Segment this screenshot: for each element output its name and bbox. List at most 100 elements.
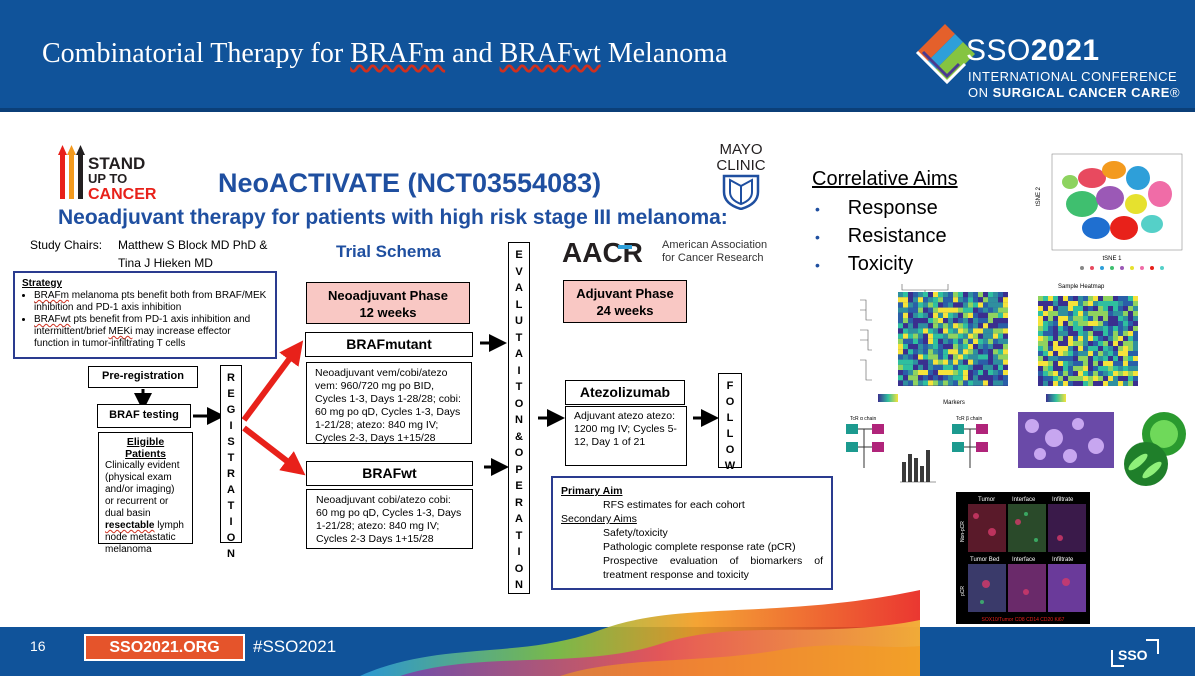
heatmap-cell [1108,311,1113,316]
micro-side-non-pcr: Non-pCR [960,521,966,542]
heatmap-cell [973,380,978,386]
heatmap-cell [908,359,913,365]
heatmap-cell [953,375,958,381]
heatmap-cell [953,312,958,318]
heatmap-cell [978,302,983,308]
heatmap-cell [1113,381,1118,386]
heatmap-cell [1043,326,1048,331]
heatmap-cell [958,297,963,303]
heatmap-cell [913,370,918,376]
heatmap-cell [1058,376,1063,381]
heatmap-cell [1078,341,1083,346]
heatmap-cell [1073,366,1078,371]
heatmap-cell [913,375,918,381]
heatmap-cell [1118,336,1123,341]
strategy-box: Strategy BRAFm melanoma pts benefit both… [13,271,277,359]
heatmap-cell [1093,376,1098,381]
heatmap-cell [1128,361,1133,366]
heatmap-cell [933,302,938,308]
heatmap-cell [908,375,913,381]
braf-wt-regimen: Neoadjuvant cobi/atezo cobi: 60 mg po qD… [306,489,473,549]
heatmap-cell [1123,326,1128,331]
heatmap-cell [898,297,903,303]
heatmap-cell [1083,351,1088,356]
heatmap-cell [973,328,978,334]
heatmap-cell [948,307,953,313]
heatmap-cell [1073,311,1078,316]
heatmap-cell [1098,306,1103,311]
heatmap-cell [933,333,938,339]
heatmap-cell [898,359,903,365]
heatmap-cell [953,292,958,298]
heatmap-cell [1043,371,1048,376]
heatmap-cell [1083,301,1088,306]
heatmap-cell [948,375,953,381]
tsne-cluster-plot: tSNE 2 tSNE 1 [1036,153,1183,270]
heatmap-cell [983,354,988,360]
heatmap-cell [913,312,918,318]
heatmap-cell [1068,326,1073,331]
heatmap-cell [1088,331,1093,336]
micro-label-tumor: Tumor [978,497,995,503]
heatmap-cell [913,307,918,313]
heatmap-cell [1068,376,1073,381]
heatmap-cell [918,312,923,318]
heatmap-cell [1108,336,1113,341]
heatmap-cell [903,323,908,329]
heatmap-cell [898,318,903,324]
heatmap-cell [1053,371,1058,376]
heatmap-cell [1058,341,1063,346]
heatmap-cell [978,354,983,360]
heatmap-cell [903,375,908,381]
heatmap-cell [953,323,958,329]
heatmap-cell [1003,333,1008,339]
heatmap-cell [1093,311,1098,316]
marker-heatmap: Sample Heatmap Markers [860,284,1138,406]
heatmap-cell [1068,301,1073,306]
heatmap-cell [963,297,968,303]
heatmap-cell [918,344,923,350]
heatmap-cell [1133,336,1138,341]
heatmap-cell [1133,346,1138,351]
heatmap-cell [1038,316,1043,321]
heatmap-cell [993,318,998,324]
heatmap-cell [898,292,903,298]
heatmap-cell [953,344,958,350]
heatmap-cell [1053,361,1058,366]
heatmap-cell [1073,331,1078,336]
heatmap-cell [993,364,998,370]
heatmap-cell [1003,344,1008,350]
conference-url-badge[interactable]: SSO2021.ORG [84,634,245,661]
heatmap-cell [1003,354,1008,360]
heatmap-cell [1068,296,1073,301]
heatmap-cell [1043,376,1048,381]
heatmap-cell [918,338,923,344]
heatmap-cell [1043,311,1048,316]
heatmap-cell [998,318,1003,324]
heatmap-cell [943,364,948,370]
aacr-logo-mark: AACR [562,237,643,266]
heatmap-cell [993,307,998,313]
heatmap-cell [978,338,983,344]
heatmap-cell [1063,346,1068,351]
heatmap-cell [1083,356,1088,361]
heatmap-cell [988,375,993,381]
heatmap-cell [1128,381,1133,386]
heatmap-cell [993,354,998,360]
heatmap-cell [1103,381,1108,386]
heatmap-cell [1123,321,1128,326]
heatmap-cell [1048,381,1053,386]
heatmap-cell [1088,316,1093,321]
heatmap-cell [1103,326,1108,331]
heatmap-cell [1078,296,1083,301]
heatmap-cell [993,297,998,303]
heatmap-cell [1048,316,1053,321]
heatmap-cell [1128,306,1133,311]
heatmap-cell [983,333,988,339]
heatmap-cell [903,338,908,344]
heatmap-cell [913,297,918,303]
heatmap-cell [1063,311,1068,316]
heatmap-cell [978,370,983,376]
heatmap-cell [1063,296,1068,301]
heatmap-cell [963,375,968,381]
